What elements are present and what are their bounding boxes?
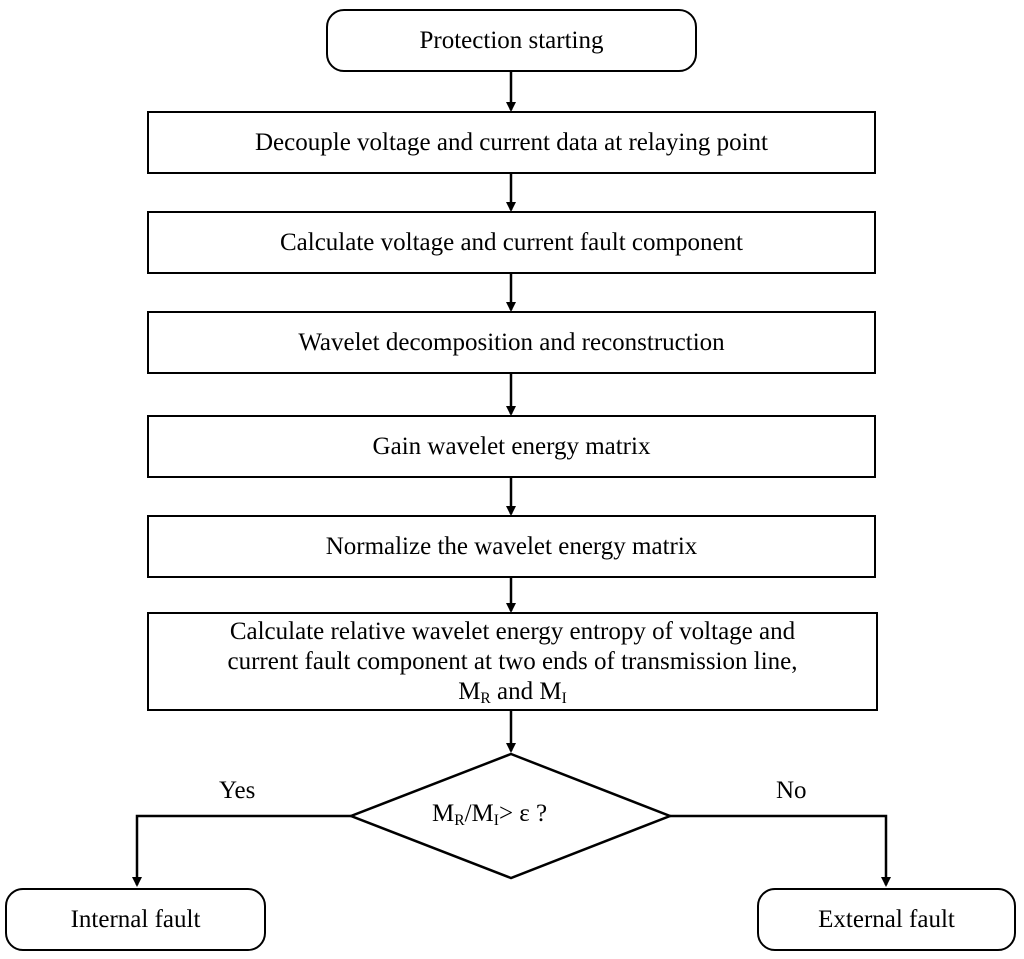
external-fault-terminal: External fault xyxy=(757,888,1016,951)
m-r-symbol: M xyxy=(458,677,481,705)
m-i-subscript: I xyxy=(561,689,567,707)
wavelet-step: Wavelet decomposition and reconstruction xyxy=(147,311,876,374)
internal-fault-terminal: Internal fault xyxy=(5,888,266,951)
entropy-step: Calculate relative wavelet energy entrop… xyxy=(147,612,878,711)
m-r-subscript: R xyxy=(480,689,491,707)
m-i-symbol: M xyxy=(539,677,562,705)
decision-sub-i: I xyxy=(493,811,499,829)
normalize-step: Normalize the wavelet energy matrix xyxy=(147,515,876,578)
entropy-and: and xyxy=(490,677,540,705)
start-terminal: Protection starting xyxy=(326,9,697,72)
external-fault-label: External fault xyxy=(818,905,955,933)
decision-threshold: > ε ? xyxy=(498,800,548,827)
decision-diamond xyxy=(347,752,674,880)
yes-label: Yes xyxy=(219,777,256,804)
decision-sub-r: R xyxy=(454,811,465,829)
start-terminal-label: Protection starting xyxy=(419,26,604,54)
entropy-step-text: Calculate relative wavelet energy entrop… xyxy=(227,617,797,707)
internal-fault-label: Internal fault xyxy=(70,905,201,933)
decision-condition: MR/MI> ε ? xyxy=(432,800,547,828)
energy-matrix-step: Gain wavelet energy matrix xyxy=(147,415,876,478)
decouple-step-label: Decouple voltage and current data at rel… xyxy=(255,128,768,156)
arrow-no-to-external xyxy=(670,814,891,887)
entropy-line-3: MR and MI xyxy=(227,677,797,707)
arrow-yes-to-internal xyxy=(132,814,351,887)
normalize-step-label: Normalize the wavelet energy matrix xyxy=(325,532,698,560)
decision-slash: / xyxy=(464,800,472,827)
no-label: No xyxy=(776,777,807,804)
entropy-line-2: current fault component at two ends of t… xyxy=(227,647,798,675)
fault-component-step: Calculate voltage and current fault comp… xyxy=(147,211,876,274)
decouple-step: Decouple voltage and current data at rel… xyxy=(147,111,876,174)
decision-m-r: M xyxy=(432,800,455,827)
decision-m-i: M xyxy=(471,800,494,827)
fault-component-step-label: Calculate voltage and current fault comp… xyxy=(279,228,743,256)
energy-matrix-step-label: Gain wavelet energy matrix xyxy=(372,432,651,460)
entropy-line-1: Calculate relative wavelet energy entrop… xyxy=(229,617,796,645)
wavelet-step-label: Wavelet decomposition and reconstruction xyxy=(298,328,725,356)
